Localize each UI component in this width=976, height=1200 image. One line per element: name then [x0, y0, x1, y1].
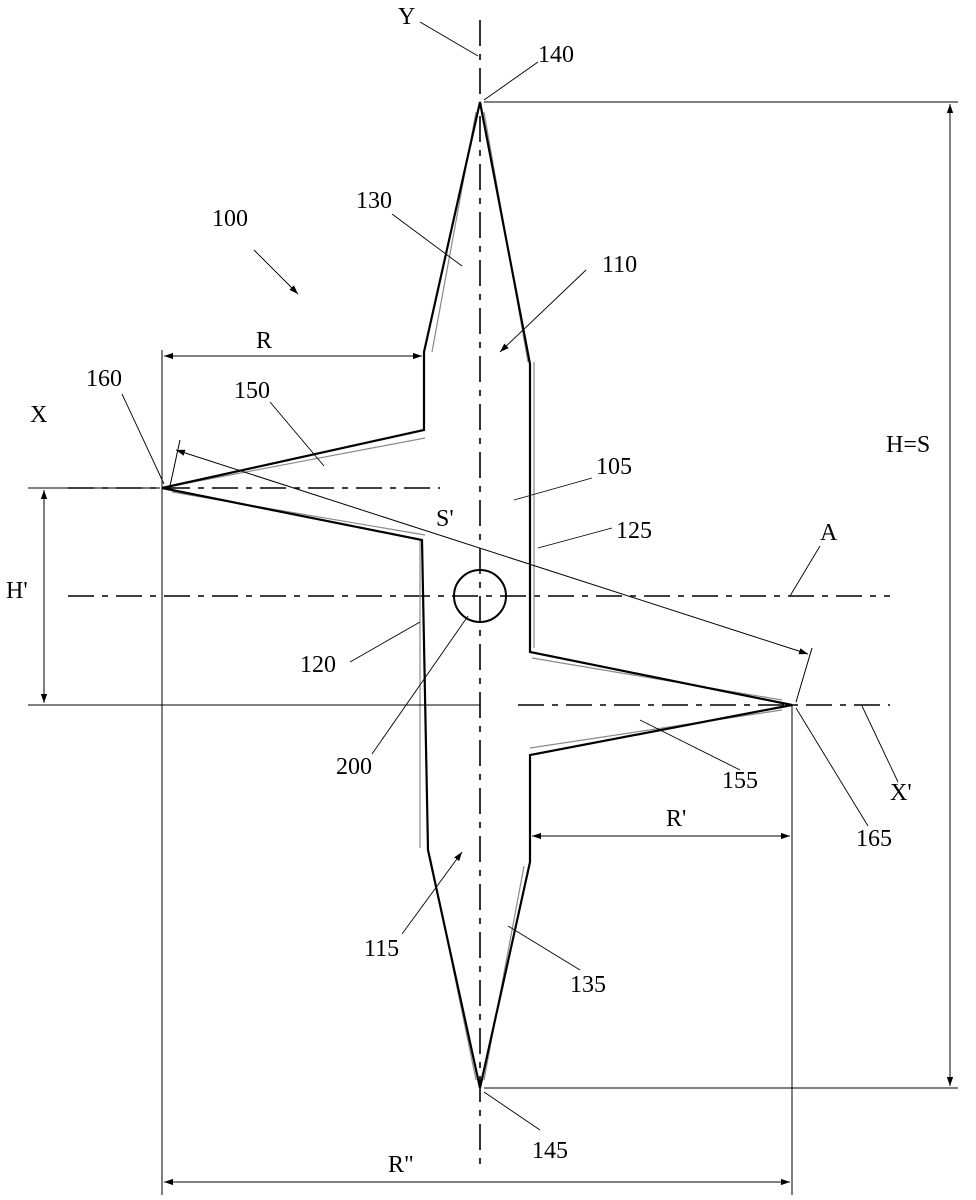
label-140: 140	[538, 42, 574, 68]
label-145: 145	[532, 1138, 568, 1164]
extension-lines	[28, 101, 958, 1195]
label-dim-r: R	[256, 328, 272, 354]
blade-outline	[161, 101, 793, 1089]
dim-s-prime-line	[175, 449, 809, 655]
label-160: 160	[86, 366, 122, 392]
label-100: 100	[212, 206, 248, 232]
label-s-prime: S'	[436, 506, 454, 532]
dimension-lines	[40, 104, 954, 1186]
label-135: 135	[570, 972, 606, 998]
label-155: 155	[722, 768, 758, 794]
label-r-double: R"	[388, 1152, 414, 1178]
label-165: 165	[856, 826, 892, 852]
label-120: 120	[300, 652, 336, 678]
label-axis-x: X	[30, 402, 47, 428]
label-200: 200	[336, 754, 372, 780]
label-h-s: H=S	[886, 432, 930, 458]
label-r-prime: R'	[666, 806, 686, 832]
label-axis-x-prime: X'	[890, 780, 912, 806]
reference-labels: Y 140 130 100 110 R 160 150 X H=S 105 S'…	[6, 4, 930, 1178]
label-105: 105	[596, 454, 632, 480]
label-130: 130	[356, 188, 392, 214]
label-axis-a: A	[820, 520, 838, 546]
label-150: 150	[234, 378, 270, 404]
label-115: 115	[364, 936, 399, 962]
label-125: 125	[616, 518, 652, 544]
label-h-prime: H'	[6, 578, 28, 604]
leader-lines	[121, 21, 899, 1131]
label-axis-y: Y	[398, 4, 415, 30]
label-110: 110	[602, 252, 637, 278]
